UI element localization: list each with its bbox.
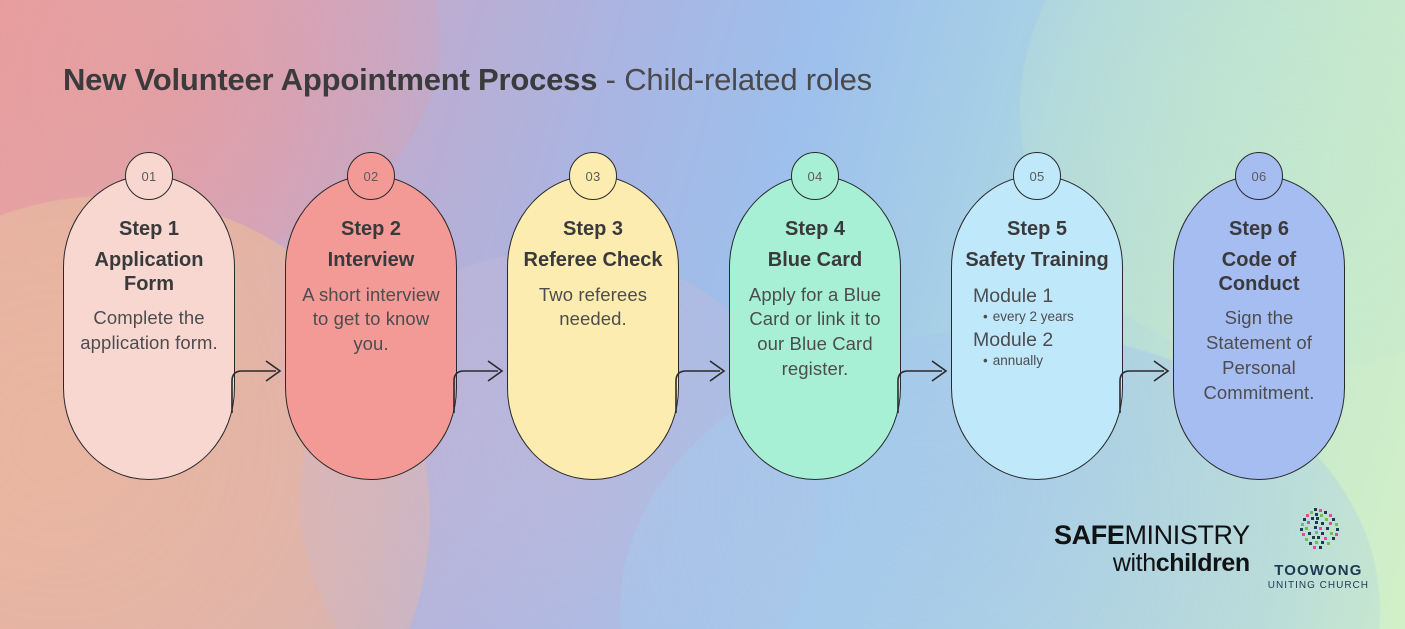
step-description-6: Sign the Statement of Personal Commitmen… — [1203, 307, 1315, 403]
step-title-4: Blue Card — [767, 249, 863, 271]
step-description-3: Two referees needed. — [538, 283, 648, 330]
page-title-strong: New Volunteer Appointment Process — [63, 62, 598, 97]
step-title-6: Code of Conduct — [1218, 249, 1300, 295]
step-badge-1: 01 — [125, 152, 173, 200]
step-description-1: Complete the application form. — [80, 307, 218, 353]
page-title: New Volunteer Appointment Process - Chil… — [63, 62, 872, 98]
safe-ministry-logo: SAFEMINISTRY withchildren — [1054, 522, 1250, 576]
connector-arrow-2-to-3 — [453, 360, 504, 413]
process-step-1[interactable]: 01 Step 1 Application Form Complete the … — [63, 152, 235, 480]
step-title-2: Interview — [327, 249, 415, 271]
step-title-3: Referee Check — [523, 249, 663, 271]
process-step-4[interactable]: 04 Step 4 Blue Card Apply for a Blue Car… — [729, 152, 901, 480]
step-badge-3: 03 — [569, 152, 617, 200]
step-description-4: Apply for a Blue Card or link it to our … — [748, 283, 882, 379]
step-label-3: Step 3 — [562, 218, 624, 240]
step-badge-5: 05 — [1013, 152, 1061, 200]
connector-arrow-5-to-6 — [1119, 360, 1170, 413]
toowong-uniting-church-logo: TOOWONG UNITING CHURCH — [1268, 507, 1369, 591]
safe-ministry-children: children — [1155, 549, 1250, 577]
module-frequency-2: •annually — [973, 352, 1113, 370]
toowong-subtitle: UNITING CHURCH — [1267, 580, 1369, 591]
safe-ministry-line1: SAFEMINISTRY — [1054, 522, 1250, 549]
page-title-light: - Child-related roles — [597, 62, 873, 97]
connector-arrow-1-to-2 — [231, 360, 282, 413]
bullet-icon: • — [983, 308, 988, 324]
process-step-row: 01 Step 1 Application Form Complete the … — [0, 150, 1405, 500]
step-label-5: Step 5 — [1006, 218, 1068, 240]
safe-ministry-ministry: MINISTRY — [1124, 520, 1250, 550]
process-step-5[interactable]: 05 Step 5 Safety Training Module 1 •ever… — [951, 152, 1123, 480]
module-frequency-2-text: annually — [992, 353, 1044, 369]
step-description-2: A short interview to get to know you. — [302, 283, 440, 355]
safe-ministry-with: with — [1112, 549, 1156, 577]
process-step-2[interactable]: 02 Step 2 Interview A short interview to… — [285, 152, 457, 480]
module-name-1: Module 1 — [973, 284, 1054, 307]
bullet-icon: • — [983, 353, 988, 369]
module-frequency-1: •every 2 years — [973, 308, 1113, 326]
safe-ministry-line2: withchildren — [1054, 551, 1250, 576]
module-frequency-1-text: every 2 years — [992, 308, 1074, 324]
logo-group: SAFEMINISTRY withchildren — [1054, 507, 1369, 591]
connector-arrow-3-to-4 — [675, 360, 726, 413]
step-title-1: Application Form — [94, 249, 204, 295]
step-title-5: Safety Training — [965, 249, 1109, 271]
step-label-1: Step 1 — [118, 218, 180, 240]
step-label-4: Step 4 — [784, 218, 846, 240]
toowong-name: TOOWONG — [1274, 562, 1363, 579]
safe-ministry-safe: SAFE — [1054, 520, 1125, 550]
step-badge-2: 02 — [347, 152, 395, 200]
connector-arrow-4-to-5 — [897, 360, 948, 413]
module-name-2: Module 2 — [973, 329, 1054, 352]
toowong-dot-mosaic-icon — [1300, 508, 1340, 549]
step-label-6: Step 6 — [1228, 218, 1290, 240]
step-badge-6: 06 — [1235, 152, 1283, 200]
step-label-2: Step 2 — [340, 218, 402, 240]
process-step-6[interactable]: 06 Step 6 Code of Conduct Sign the State… — [1173, 152, 1345, 480]
process-step-3[interactable]: 03 Step 3 Referee Check Two referees nee… — [507, 152, 679, 480]
step-badge-4: 04 — [791, 152, 839, 200]
module-list: Module 1 •every 2 years Module 2 •annual… — [961, 283, 1113, 374]
